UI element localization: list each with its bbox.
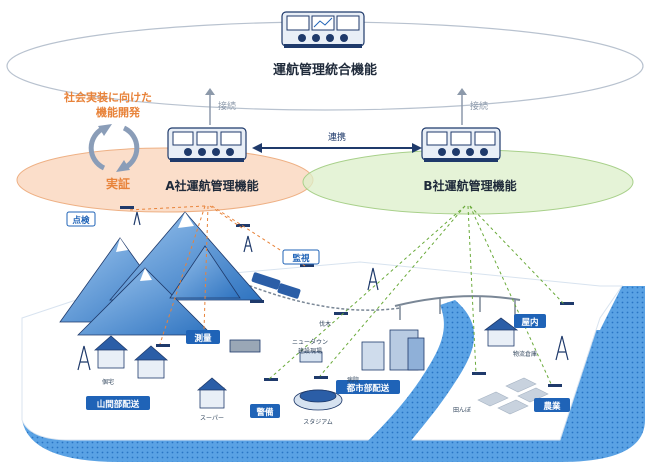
implementation-label-line1: 社会実装に向けた <box>63 90 152 104</box>
place-stadium: スタジアム <box>303 418 333 426</box>
link-arrowhead-right <box>412 143 422 153</box>
integration-operator-station <box>281 11 365 48</box>
integration-title: 運航管理統合機能 <box>273 62 377 78</box>
svg-text:点検: 点検 <box>72 215 90 226</box>
link-label: 連携 <box>328 131 346 143</box>
place-new-town: ニュータウン <box>292 338 328 346</box>
connection-label-left: 接続 <box>218 100 236 112</box>
verification-label: 実証 <box>106 176 130 191</box>
place-hospital: 病院 <box>347 376 359 384</box>
svg-text:山間部配送: 山間部配送 <box>97 399 140 410</box>
company-a-operator-station <box>167 127 247 162</box>
implementation-label-line2: 機能開発 <box>96 105 141 119</box>
company-b-title: B社運航管理機能 <box>423 178 516 193</box>
transmission-towers <box>77 211 569 371</box>
place-warehouse: 物流倉庫 <box>513 350 537 358</box>
use-case-indoor: 屋内 <box>514 314 546 328</box>
svg-text:屋内: 屋内 <box>521 317 538 328</box>
use-case-urban-delivery: 都市部配送 <box>336 380 400 394</box>
rice-fields <box>477 377 549 415</box>
use-case-survey: 測量 <box>186 330 220 344</box>
mountains <box>59 211 263 336</box>
svg-text:都市部配送: 都市部配送 <box>346 383 390 394</box>
use-case-surveillance: 監視 <box>282 249 320 265</box>
connection-arrowhead-right <box>457 88 467 95</box>
railway <box>239 281 401 311</box>
company-a-title: A社運航管理機能 <box>165 178 258 193</box>
place-private-house: 個宅 <box>102 378 114 386</box>
place-supermarket: スーパー <box>200 415 224 422</box>
place-rice-field: 田んぼ <box>453 407 471 414</box>
link-arrowhead-left <box>252 143 262 153</box>
place-logging: 伐木 <box>319 320 331 328</box>
cycle-arrows-icon <box>88 124 140 172</box>
use-case-agriculture: 農業 <box>534 398 570 412</box>
use-case-security: 警備 <box>250 404 280 418</box>
company-b-control-lines <box>267 205 565 387</box>
connection-label-right: 接続 <box>470 100 488 112</box>
connection-arrowhead-left <box>205 88 215 95</box>
svg-text:監視: 監視 <box>292 253 310 264</box>
svg-text:測量: 測量 <box>194 333 212 344</box>
place-construction: 建設現場 <box>298 347 322 355</box>
use-case-inspection: 点検 <box>66 211 96 227</box>
company-b-operator-station <box>421 127 501 162</box>
river <box>345 300 475 462</box>
svg-text:農業: 農業 <box>543 401 561 412</box>
use-case-mountain-delivery: 山間部配送 <box>86 396 150 410</box>
svg-text:警備: 警備 <box>256 407 274 418</box>
train <box>251 272 301 299</box>
bridge <box>394 295 521 320</box>
buildings <box>93 317 519 411</box>
